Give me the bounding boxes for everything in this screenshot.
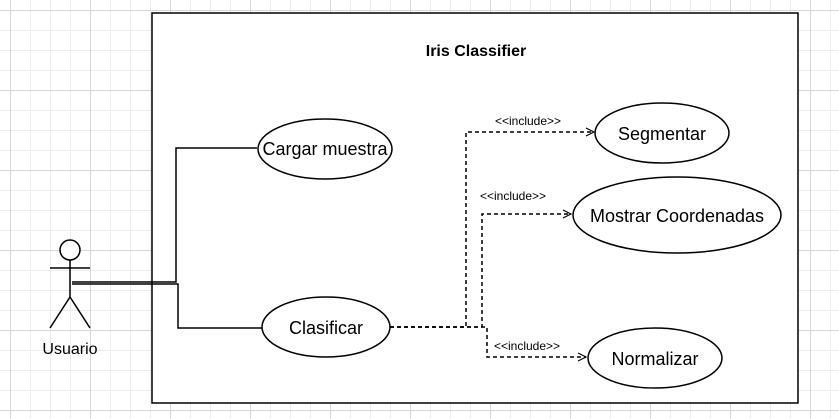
use-case-mostrar-coordenadas-label: Mostrar Coordenadas: [590, 206, 764, 226]
association-cargar-muestra[interactable]: [72, 147, 257, 283]
use-case-normalizar-label: Normalizar: [611, 349, 698, 369]
use-case-clasificar-shape: [261, 296, 391, 358]
system-title: Iris Classifier: [426, 43, 527, 60]
include-normalizar-edge[interactable]: [390, 326, 586, 357]
use-case-segmentar-label: Segmentar: [618, 124, 706, 144]
include-label-mostrar-coordenadas: <<include>>: [480, 189, 546, 203]
use-case-cargar-muestra-label: Cargar muestra: [262, 139, 388, 159]
association-clasificar[interactable]: [72, 283, 262, 329]
use-case-normalizar[interactable]: Normalizar: [587, 327, 723, 389]
use-case-segmentar-shape: [594, 102, 730, 164]
use-case-clasificar[interactable]: Clasificar: [261, 296, 391, 358]
use-case-normalizar-shape: [587, 327, 723, 389]
actor-left-leg: [49, 296, 71, 329]
include-label-segmentar: <<include>>: [495, 114, 561, 128]
actor-label: Usuario: [42, 341, 97, 358]
actor-right-leg: [69, 296, 91, 329]
use-case-mostrar-coordenadas[interactable]: Mostrar Coordenadas: [572, 176, 782, 254]
use-case-cargar-muestra[interactable]: Cargar muestra: [257, 118, 393, 180]
actor-head: [59, 239, 81, 261]
use-case-clasificar-label: Clasificar: [289, 318, 363, 338]
use-case-segmentar[interactable]: Segmentar: [594, 102, 730, 164]
use-case-mostrar-coordenadas-shape: [572, 176, 782, 254]
actor-usuario[interactable]: Usuario: [42, 239, 98, 358]
use-case-cargar-muestra-shape: [257, 118, 393, 180]
include-label-normalizar: <<include>>: [494, 339, 560, 353]
